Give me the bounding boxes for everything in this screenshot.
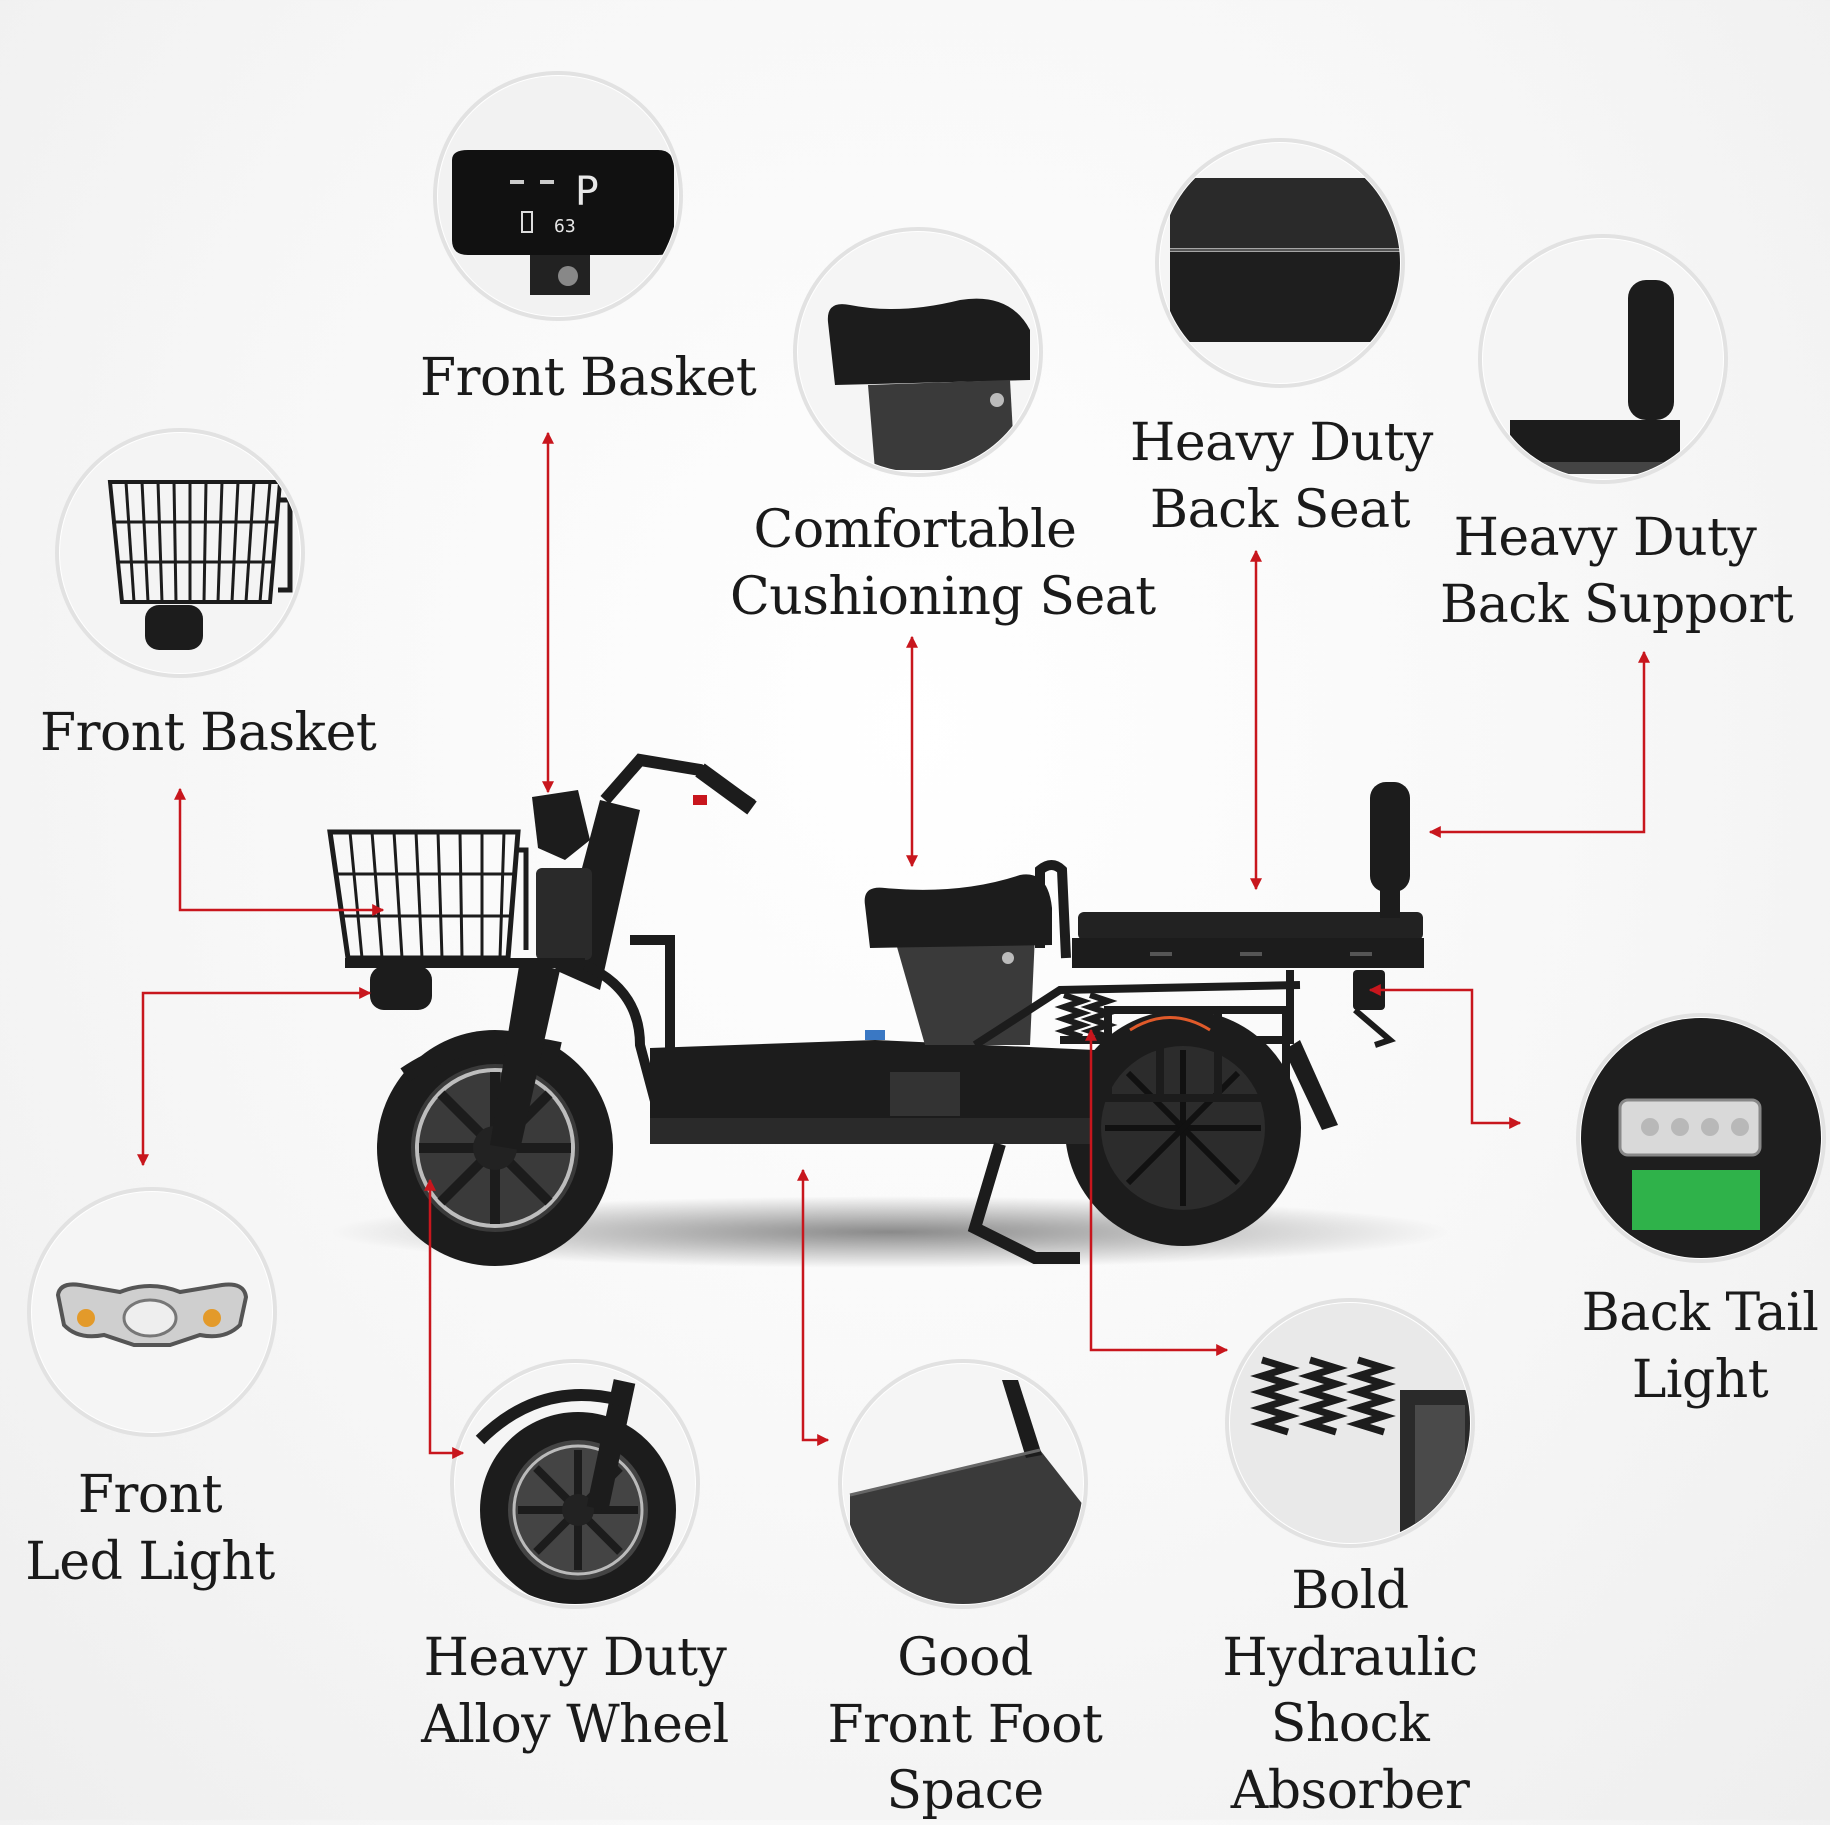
callout-foot-space [797, 1168, 830, 1446]
front-frame [582, 960, 665, 1122]
callout-front-light [137, 987, 372, 1167]
seat-base [895, 935, 1035, 1045]
callout-back-support [1428, 650, 1650, 838]
headlight-icon [32, 1192, 272, 1432]
rear-backrest [1370, 782, 1410, 918]
label-foot-space: Good Front Foot Space [827, 1628, 1103, 1822]
rear-seat [1072, 912, 1424, 968]
label-display: Front Basket [420, 348, 757, 408]
display-speed-readout: 63 [554, 216, 576, 237]
callout-alloy-wheel [424, 1178, 465, 1459]
front-frame-rail [630, 935, 675, 1060]
feature-circle-foot-space [838, 1359, 1088, 1609]
grab-bar [1035, 860, 1071, 959]
label-tail-light: Back Tail Light [1581, 1283, 1819, 1410]
callout-tail-light [1368, 984, 1522, 1129]
front-fork [490, 960, 560, 1150]
callout-shock [1085, 1028, 1229, 1356]
center-stand [967, 1142, 1080, 1264]
alloy-wheel-icon [455, 1364, 695, 1604]
feature-circle-basket [55, 428, 305, 678]
feature-circle-tail-light [1576, 1013, 1826, 1263]
callout-basket [174, 787, 385, 916]
wire-basket-icon [60, 433, 300, 673]
display-gear-readout: P [575, 169, 599, 215]
headlight-box [536, 868, 592, 960]
rear-wheel [1065, 1010, 1301, 1246]
front-seat [864, 874, 1052, 948]
label-shock: Bold Hydraulic Shock Absorber [1222, 1561, 1478, 1821]
label-back-support: Heavy Duty Back Support [1440, 508, 1794, 635]
feature-circle-back-support [1478, 234, 1728, 484]
back-seat-icon [1160, 143, 1400, 383]
callout-lines [137, 431, 1650, 1459]
footboard-icon [843, 1364, 1083, 1604]
label-basket: Front Basket [40, 703, 377, 763]
handlebar [600, 753, 757, 815]
dashboard-display [532, 790, 590, 860]
tail-light-icon [1581, 1018, 1821, 1258]
feature-circle-display: P 63 [433, 71, 683, 321]
footboard [650, 1030, 1095, 1144]
label-alloy-wheel: Heavy Duty Alloy Wheel [421, 1628, 729, 1755]
seat-icon [798, 232, 1038, 472]
label-front-light: Front Led Light [25, 1465, 275, 1592]
feature-circle-cushion-seat [793, 227, 1043, 477]
backrest-icon [1483, 239, 1723, 479]
scooter-illustration [327, 753, 1424, 1266]
feature-circle-front-light [27, 1187, 277, 1437]
label-back-seat: Heavy Duty Back Seat [1130, 413, 1433, 540]
digital-display-icon: P 63 [510, 169, 599, 237]
label-cushion-seat: Comfortable Cushioning Seat [730, 500, 1156, 627]
feature-circle-shock [1225, 1298, 1475, 1548]
rear-shock-absorber [1054, 992, 1118, 1040]
seat-bolt [1002, 952, 1014, 964]
rear-flap [1353, 1007, 1396, 1048]
feature-circle-alloy-wheel [450, 1359, 700, 1609]
rear-mudguard [1284, 1040, 1338, 1130]
cable [1129, 1016, 1211, 1032]
feature-circle-back-seat [1155, 138, 1405, 388]
